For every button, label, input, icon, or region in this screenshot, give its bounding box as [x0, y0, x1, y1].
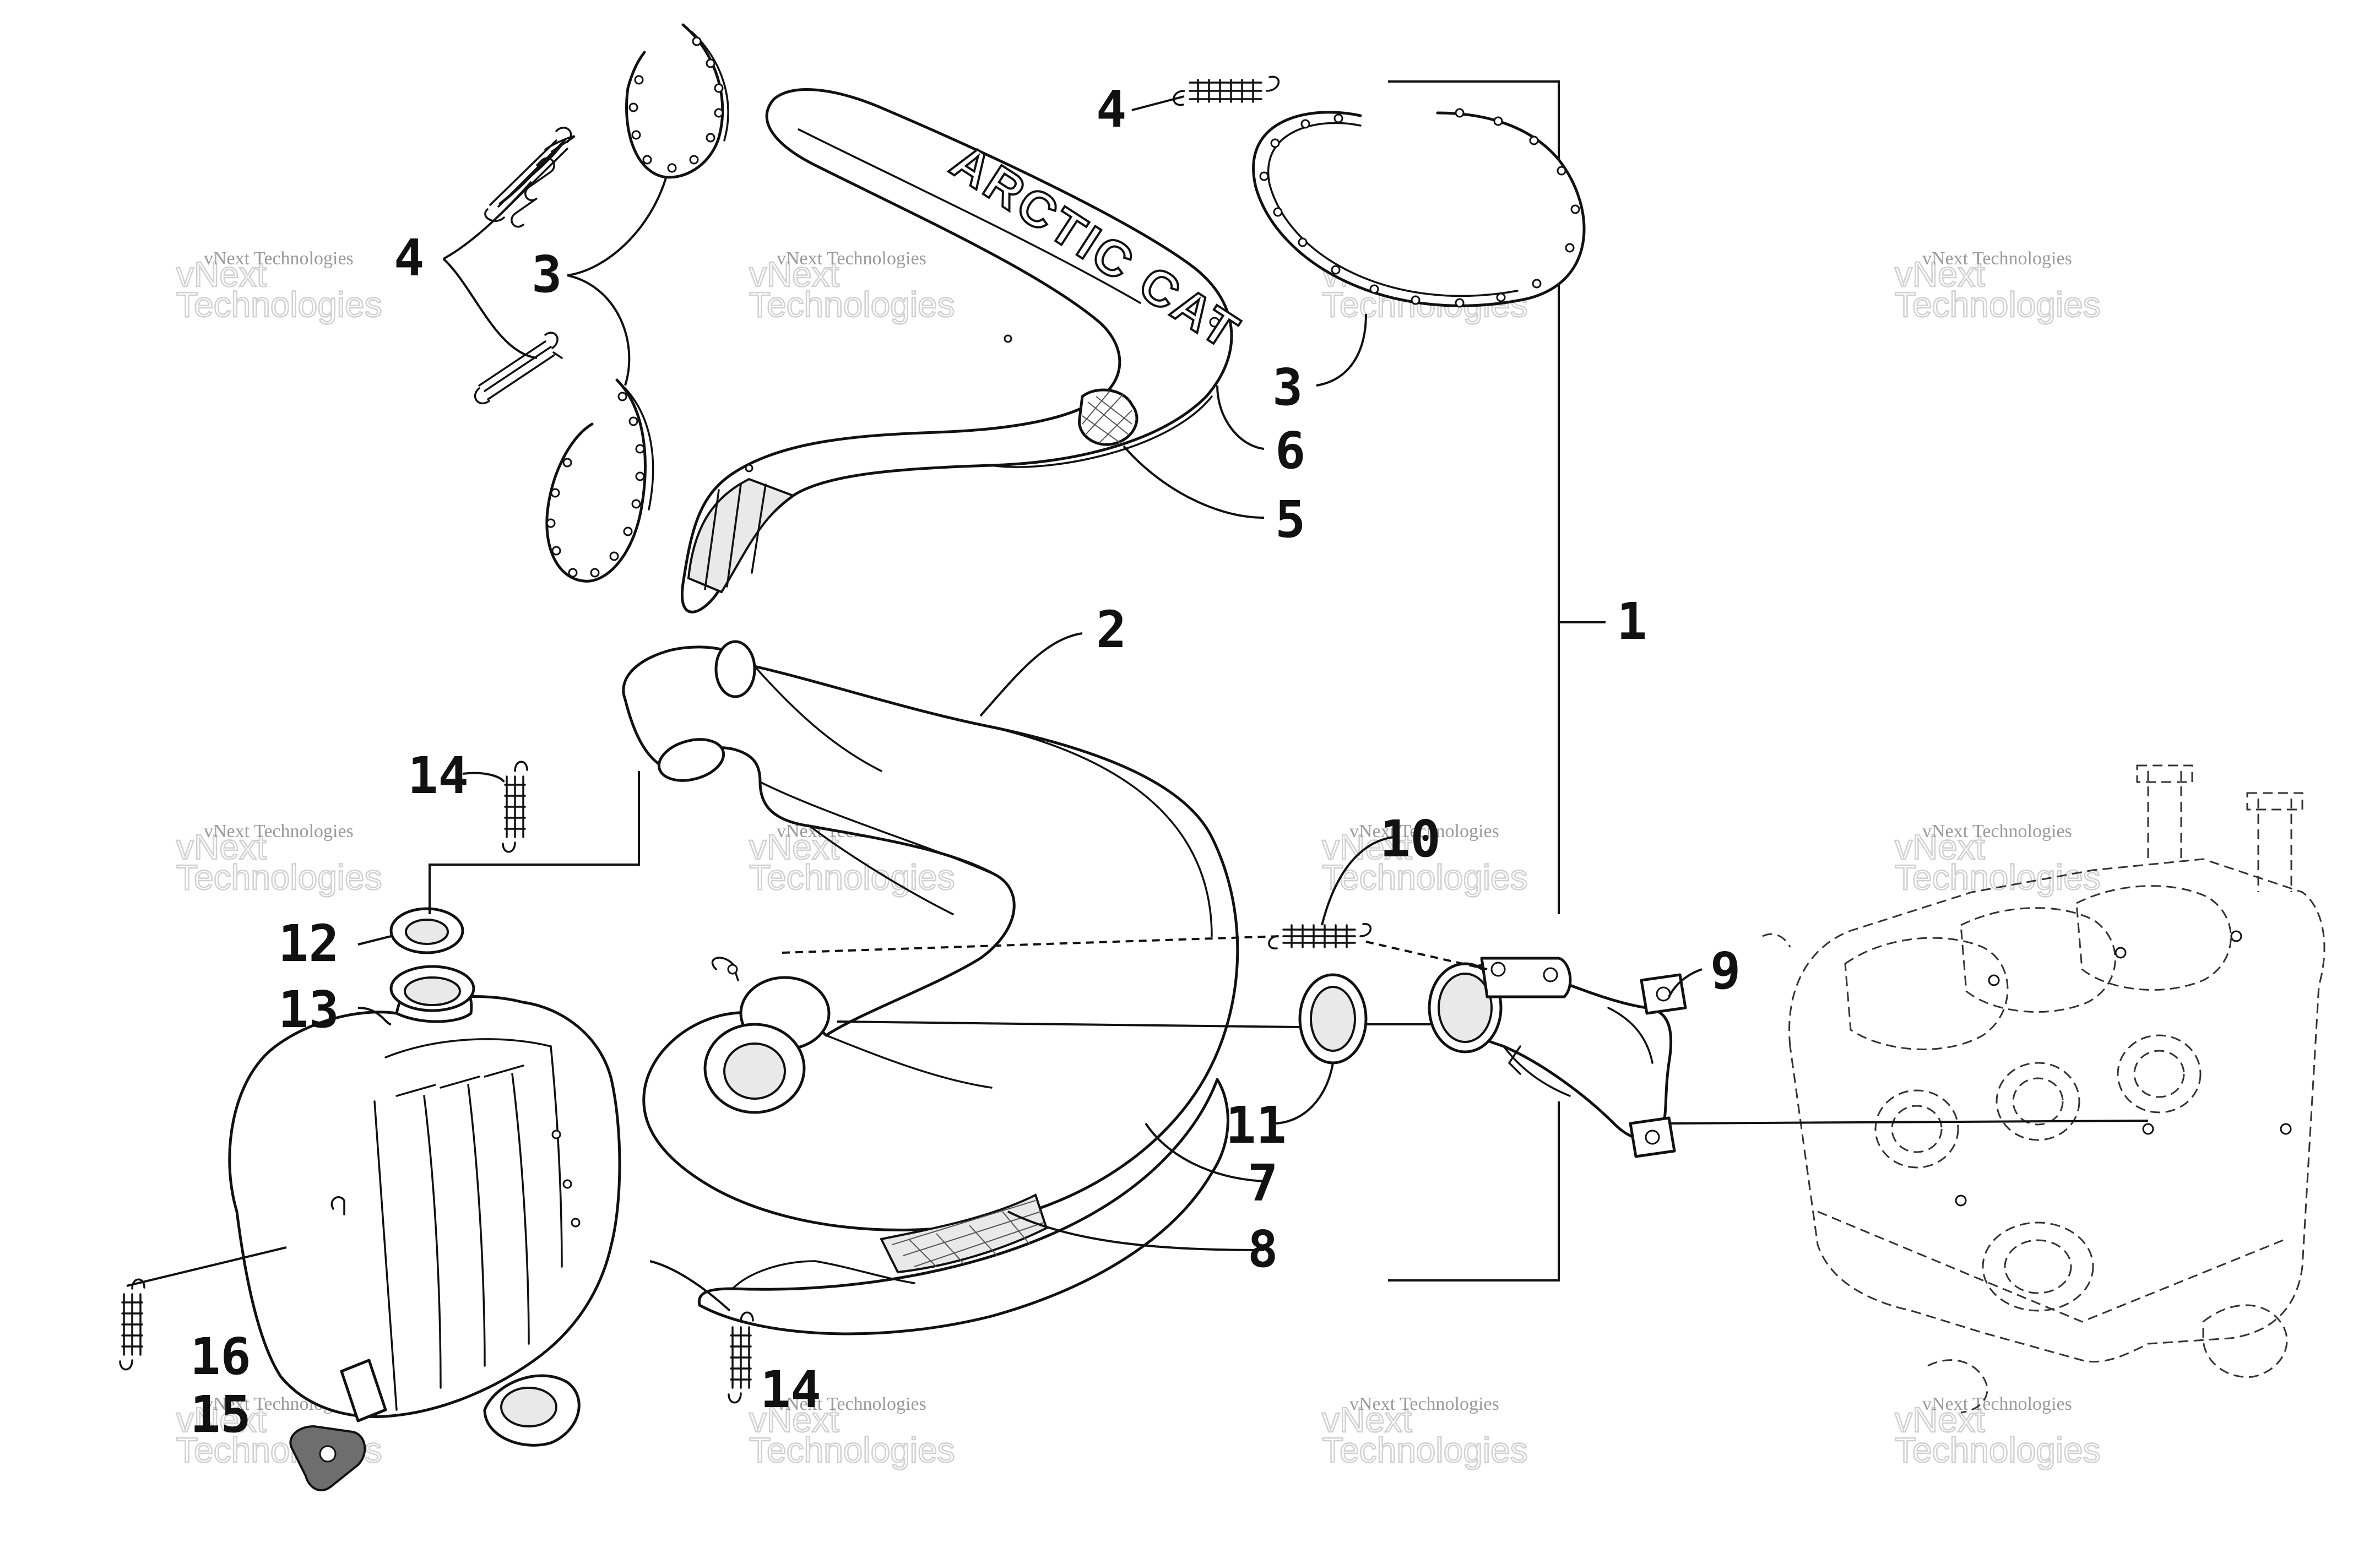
clamp-band-upper-left — [625, 23, 729, 179]
watermark-small-text: vNext Technologies — [1349, 1394, 1499, 1414]
expansion-chamber — [622, 640, 1239, 1231]
watermark-r3c3: vNext vNext Technologies Technologies — [1321, 1394, 1528, 1470]
watermark-big-1: vNext — [176, 1400, 267, 1440]
callout-7: 7 — [1248, 1154, 1278, 1213]
callout-14-lower: 14 — [760, 1360, 821, 1419]
watermark-big-1: vNext — [176, 254, 267, 294]
watermark-small-text: vNext Technologies — [204, 248, 354, 269]
watermark-small-text: vNext Technologies — [1922, 821, 2072, 841]
spring-lower-left — [119, 1278, 145, 1371]
callout-3-left: 3 — [532, 245, 562, 304]
watermark-big-1: vNext — [1322, 1400, 1412, 1440]
clamp-holes — [546, 392, 645, 578]
watermark-big-1: vNext — [749, 1400, 839, 1440]
callout-4-left: 4 — [394, 229, 424, 287]
watermark-r1c1: vNext vNext Technologies Technologies — [176, 248, 383, 325]
callout-2: 2 — [1096, 600, 1126, 659]
spring-lower-middle — [728, 1311, 754, 1404]
watermark-small-text: vNext Technologies — [1349, 821, 1499, 841]
heat-shield: ARCTIC CAT — [681, 88, 1251, 613]
spring-upper-middle — [502, 761, 528, 853]
callout-labels: 1 2 3 3 4 4 5 6 7 8 9 10 11 12 13 14 14 … — [190, 80, 1741, 1444]
spring-middle — [1268, 923, 1372, 949]
callout-9: 9 — [1710, 942, 1741, 1001]
insulation-pad — [1078, 388, 1139, 446]
watermark-big-1: vNext — [749, 254, 839, 294]
watermark-big-1: vNext — [1895, 827, 1985, 867]
clamp-band-right — [1252, 108, 1586, 308]
watermark-big-1: vNext — [176, 827, 267, 867]
callout-3-right: 3 — [1272, 358, 1303, 417]
watermark-small-text: vNext Technologies — [1922, 1394, 2072, 1414]
clamp-band-lower-left — [545, 378, 654, 583]
watermark-big-2: Technologies — [1895, 285, 2101, 324]
spring-upper-left-1 — [484, 127, 576, 228]
watermark-big-2: Technologies — [1895, 1430, 2101, 1470]
clamp-holes — [1259, 108, 1580, 308]
watermark-big-2: Technologies — [749, 857, 955, 897]
watermark-big-2: Technologies — [176, 857, 382, 897]
watermark-small-text: vNext Technologies — [777, 248, 926, 269]
clamp-holes — [628, 36, 724, 173]
watermark-big-2: Technologies — [749, 1430, 955, 1470]
watermark-r1c4: vNext vNext Technologies Technologies — [1894, 248, 2101, 325]
assembly-bracket — [1388, 80, 1606, 1282]
watermark-r2c4: vNext vNext Technologies Technologies — [1894, 821, 2101, 898]
callout-10: 10 — [1380, 810, 1441, 868]
callout-4-right: 4 — [1096, 80, 1126, 139]
callout-8: 8 — [1248, 1220, 1278, 1279]
watermark-big-1: vNext — [1895, 1400, 1985, 1440]
spring-upper-right — [1173, 75, 1280, 106]
watermark-big-1: vNext — [1895, 254, 1985, 294]
engine-phantom — [1762, 764, 2325, 1414]
watermark-big-2: Technologies — [176, 285, 382, 324]
callout-5: 5 — [1275, 490, 1305, 549]
lower-heat-shield — [697, 1078, 1229, 1335]
watermark-r3c4: vNext vNext Technologies Technologies — [1894, 1394, 2101, 1470]
callout-15: 15 — [190, 1385, 251, 1444]
watermark-big-1: vNext — [749, 827, 839, 867]
mounting-bracket — [289, 1425, 366, 1491]
watermark-r2c1: vNext vNext Technologies Technologies — [176, 821, 383, 898]
callout-12: 12 — [278, 914, 339, 973]
callout-6: 6 — [1275, 421, 1305, 480]
exhaust-flange — [1428, 957, 1687, 1158]
watermark-big-2: Technologies — [749, 285, 955, 324]
watermark-big-2: Technologies — [1322, 857, 1528, 897]
callout-14-upper: 14 — [408, 746, 469, 805]
gasket-ring — [389, 907, 464, 954]
watermark-r1c2: vNext vNext Technologies Technologies — [749, 248, 956, 325]
seal-ring — [1298, 973, 1368, 1065]
watermark-small-text: vNext Technologies — [777, 1394, 926, 1414]
watermark-big-2: Technologies — [1895, 857, 2101, 897]
muffler — [228, 965, 621, 1447]
callout-11: 11 — [1226, 1096, 1287, 1155]
callout-1: 1 — [1617, 592, 1647, 651]
leader-lines — [126, 95, 2149, 1312]
watermark-big-2: Technologies — [1322, 1430, 1528, 1470]
watermark-r3c2: vNext vNext Technologies Technologies — [749, 1394, 956, 1470]
watermark-small-text: vNext Technologies — [1922, 248, 2072, 269]
spring-upper-left-2 — [474, 332, 563, 405]
watermark-small-text: vNext Technologies — [204, 821, 354, 841]
callout-16: 16 — [190, 1327, 251, 1386]
callout-13: 13 — [278, 980, 339, 1039]
